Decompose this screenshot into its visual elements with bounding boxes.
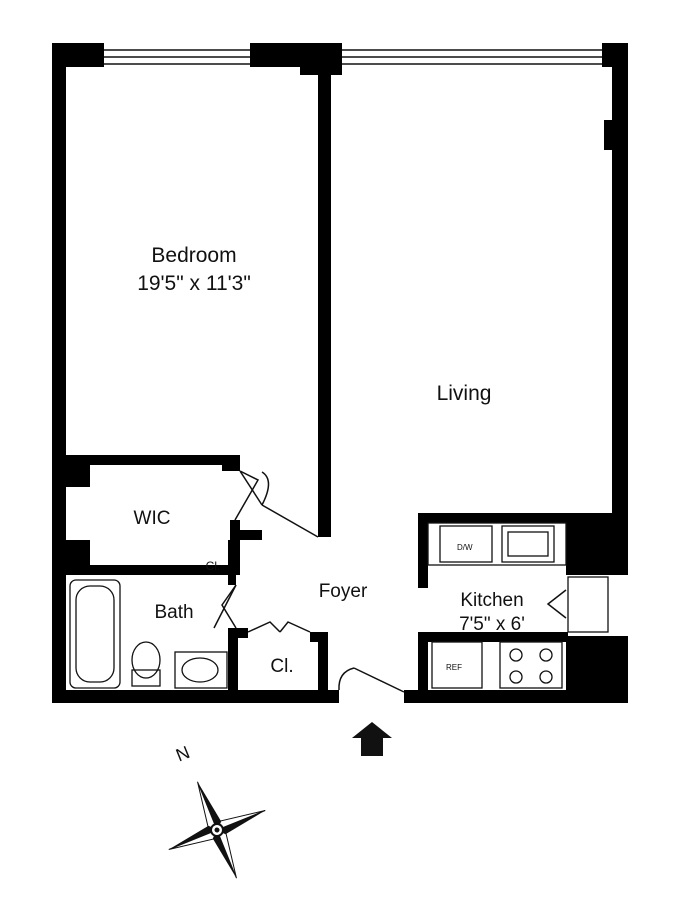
doors [213, 470, 567, 693]
bedroom-label: Bedroom [151, 244, 236, 267]
burner-3 [509, 670, 523, 684]
wic-bottom-left-block [66, 540, 90, 575]
dishwasher [439, 525, 493, 563]
wic-top-left-block [66, 455, 90, 487]
toilet-bowl [131, 641, 161, 679]
bath-door-leaf [213, 584, 237, 629]
foyer-closet-right-wall [318, 632, 328, 698]
wic-door-swing [234, 470, 260, 521]
exterior-walls [52, 43, 628, 703]
refrigerator [431, 641, 483, 689]
bedroom-door-swing [261, 471, 270, 506]
range [499, 641, 563, 689]
burner-2 [539, 648, 553, 662]
wic-top-right-block [222, 455, 240, 471]
fixtures [69, 522, 609, 689]
foyer-label: Foyer [319, 581, 368, 602]
wic-top-wall [66, 455, 240, 465]
kitchen-bottom-counter-top [418, 632, 488, 642]
wic-bottom-wall [66, 565, 240, 575]
living-label: Living [437, 382, 492, 405]
small-closet-door [221, 584, 237, 629]
entry-door-leaf [353, 667, 405, 693]
small-closet-wall [228, 540, 236, 585]
toilet-tank [131, 669, 161, 687]
entry-arrow-icon [352, 722, 392, 756]
kitchen-pass-door [546, 589, 567, 619]
bath-vanity [174, 651, 228, 689]
kitchen-counter-upper [427, 522, 567, 566]
burner-1 [509, 648, 523, 662]
bath-top-right [228, 628, 248, 638]
bedroom-size: 19'5" x 11'3" [137, 272, 251, 295]
kitchen-sink-inner [507, 531, 549, 557]
bottom-wall-right [404, 690, 628, 703]
bath-right-wall [228, 628, 238, 698]
bottom-wall-left [52, 690, 339, 703]
wic-door-leaf [239, 470, 263, 506]
kitchen-top-wall [418, 513, 568, 523]
kitchen-range-top [488, 632, 568, 642]
bath-sink [181, 657, 219, 683]
kitchen-size: 7'5" x 6' [459, 614, 525, 635]
windows [104, 49, 602, 65]
foyer-stub [240, 530, 262, 540]
bedroom-living-wall [318, 67, 331, 537]
foyer-closet-label: Cl. [270, 656, 293, 677]
left-wall [52, 43, 66, 703]
kitchen-corner-upper [566, 513, 628, 575]
small-closet-label: Cl. [206, 559, 221, 573]
bedroom-door-leaf [261, 504, 319, 538]
foyer-closet-doors [247, 621, 311, 633]
kitchen-left-wall-upper [418, 513, 428, 588]
bath-label: Bath [154, 602, 193, 623]
kitchen-label: Kitchen [460, 590, 523, 611]
wic-label: WIC [134, 508, 171, 529]
kitchen-left-wall-lower [418, 632, 428, 698]
bathtub-inner [75, 585, 115, 683]
kitchen-sink-outer [501, 525, 555, 563]
dishwasher-label: D/W [457, 543, 473, 552]
compass-rose-icon [168, 781, 266, 879]
entry-door-swing [338, 667, 355, 691]
bathtub [69, 579, 121, 689]
interior-walls [66, 67, 568, 698]
right-wall-upper [612, 43, 628, 513]
refrigerator-label: REF [446, 663, 462, 672]
burner-4 [539, 670, 553, 684]
right-wall-pier [604, 120, 628, 150]
foyer-closet-top-right [310, 632, 328, 642]
kitchen-window [567, 576, 609, 633]
compass-north-label: N [173, 742, 193, 765]
